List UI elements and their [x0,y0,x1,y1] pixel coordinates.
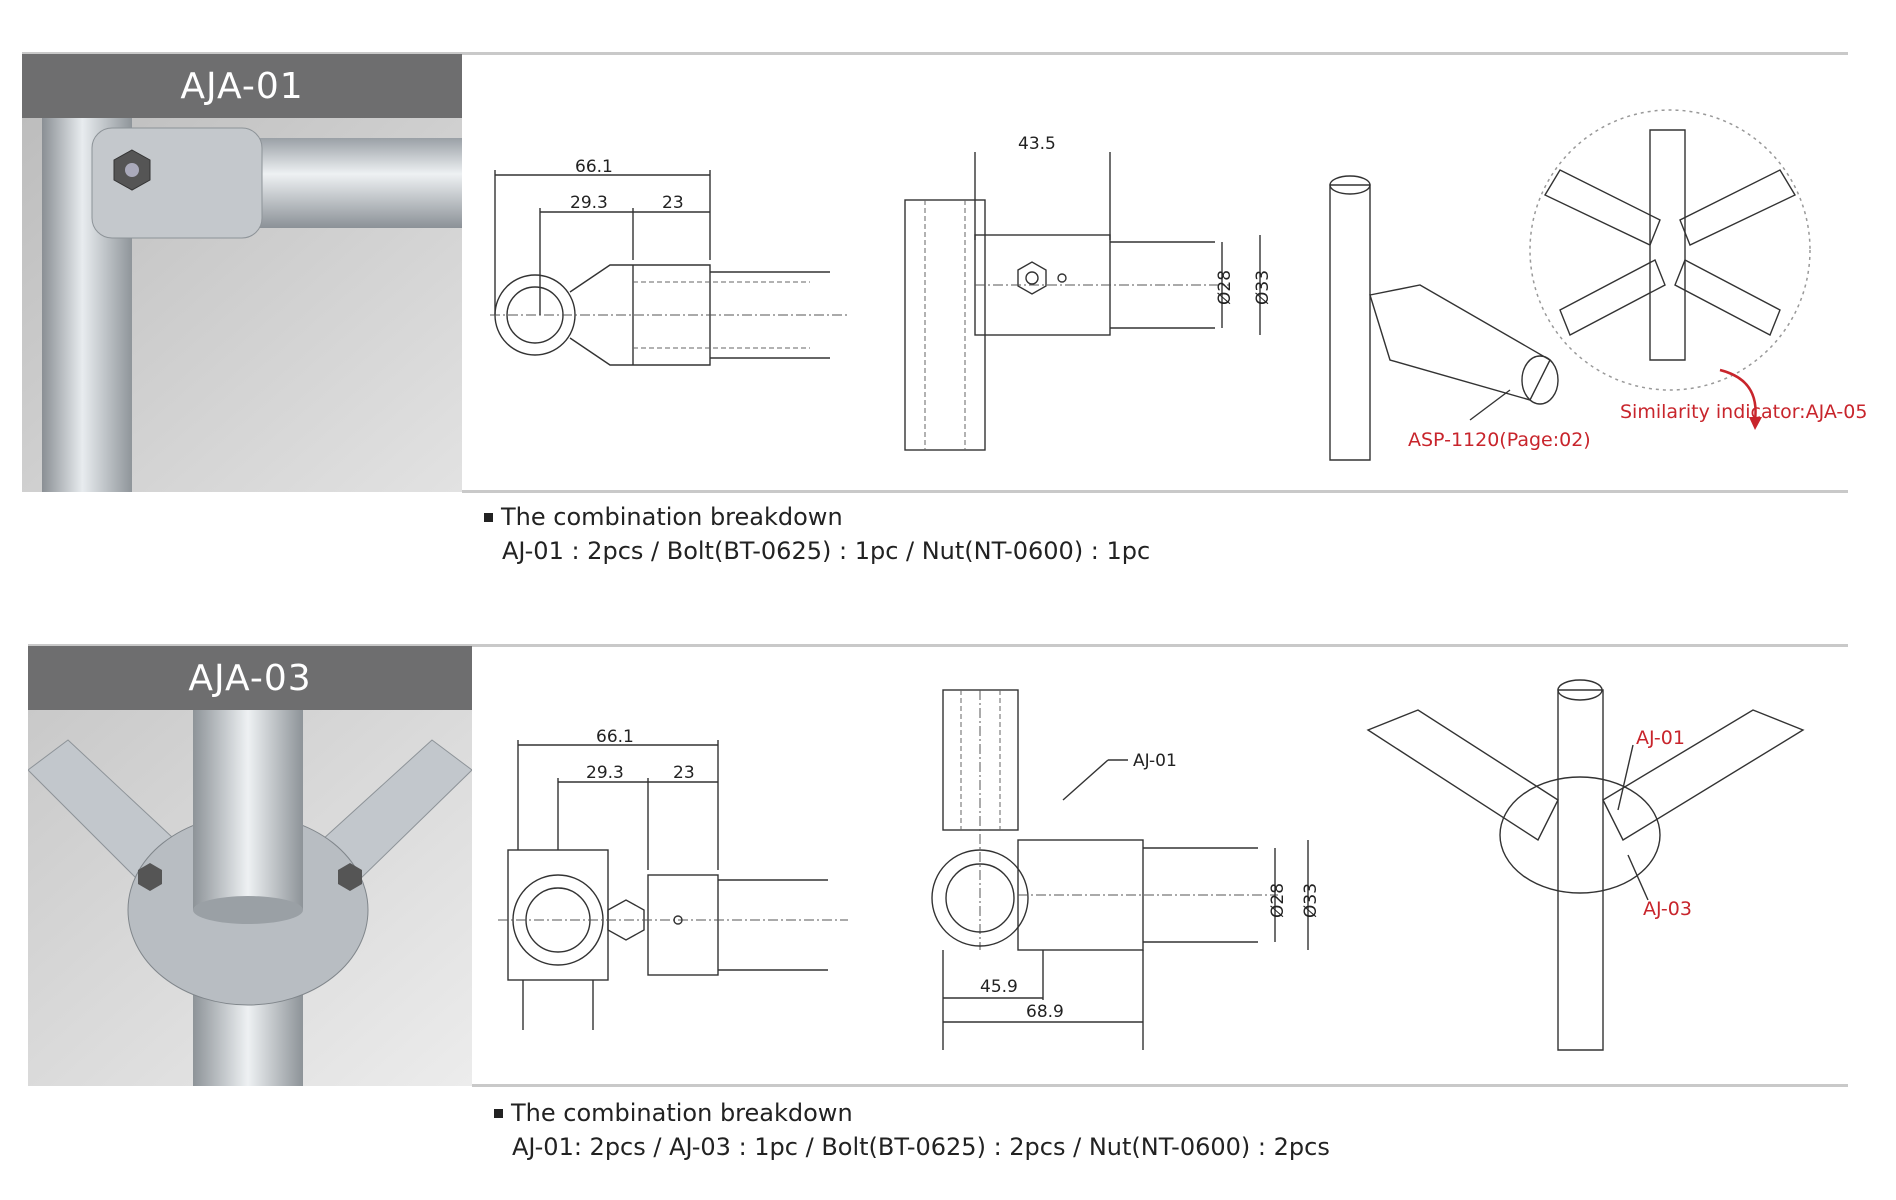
bottom-rule [462,490,1848,493]
dim-bottom-long: 68.9 [1026,1002,1064,1022]
dim-left: 29.3 [570,193,608,213]
dim-outer-dia: Ø33 [1301,883,1321,918]
isometric-drawing: AJ-01 AJ-03 [1366,679,1805,1051]
front-view-drawing: 66.1 29.3 23 [490,157,850,366]
dim-overall: 66.1 [596,727,634,747]
dim-left: 29.3 [586,763,624,783]
combination-breakdown: The combination breakdown AJ-01: 2pcs / … [494,1096,1330,1164]
breakdown-text: AJ-01: 2pcs / AJ-03 : 1pc / Bolt(BT-0625… [512,1133,1330,1161]
bullet-icon [484,512,493,522]
dim-offset: 43.5 [1018,134,1056,154]
callout-pipe: ASP-1120(Page:02) [1408,429,1591,451]
side-view-drawing: AJ-01 Ø28 Ø33 45.9 68.9 [931,689,1321,1050]
dim-right: 23 [673,763,695,783]
dim-inner-dia: Ø28 [1268,883,1288,918]
technical-drawing: 66.1 29.3 23 43.5 [470,60,1890,492]
dim-bottom-short: 45.9 [980,977,1018,997]
dim-inner-dia: Ø28 [1215,270,1235,305]
callout-aj01-iso: AJ-01 [1636,727,1685,749]
section-aja-03: AJA-03 [0,600,1896,1200]
similarity-inset: Similarity indicator:AJA-05 [1529,109,1867,430]
technical-drawing: 66.1 29.3 23 [478,650,1890,1086]
product-photo [28,710,472,1086]
dim-overall: 66.1 [575,157,613,177]
combination-breakdown: The combination breakdown AJ-01 : 2pcs /… [484,500,1150,568]
callout-similarity: Similarity indicator:AJA-05 [1620,401,1867,423]
front-view-drawing: 66.1 29.3 23 [498,727,848,1030]
top-rule [22,52,1848,55]
breakdown-title: The combination breakdown [511,1099,853,1127]
product-photo [22,118,462,492]
callout-aj03: AJ-03 [1643,898,1692,920]
product-code-tab: AJA-03 [28,646,472,710]
top-rule [28,644,1848,647]
callout-aj01: AJ-01 [1133,751,1177,771]
bottom-rule [472,1084,1848,1087]
bullet-icon [494,1108,503,1118]
breakdown-text: AJ-01 : 2pcs / Bolt(BT-0625) : 1pc / Nut… [502,537,1151,565]
dim-outer-dia: Ø33 [1253,270,1273,305]
section-aja-01: AJA-01 66.1 [22,52,1890,568]
isometric-drawing: ASP-1120(Page:02) [1329,175,1591,461]
breakdown-title: The combination breakdown [501,503,843,531]
product-code-tab: AJA-01 [22,54,462,118]
side-view-drawing: 43.5 Ø28 Ø33 [904,134,1273,451]
dim-right: 23 [662,193,684,213]
